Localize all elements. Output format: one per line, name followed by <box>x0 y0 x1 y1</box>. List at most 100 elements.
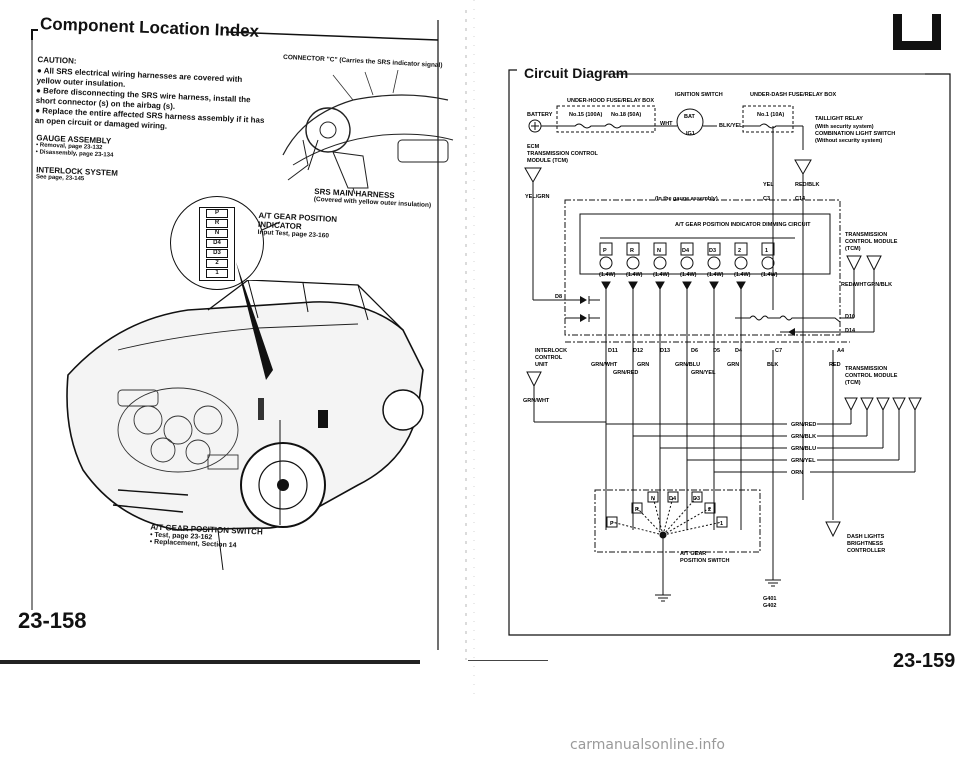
svg-text:(1.4W): (1.4W) <box>653 272 670 278</box>
bulb-p: P (1.4W) <box>599 242 616 278</box>
svg-text:(1.4W): (1.4W) <box>599 272 616 278</box>
connector-d12: D12 <box>633 348 643 354</box>
ignition-label: IGNITION SWITCH <box>675 92 723 98</box>
bulb-1: 1 (1.4W) <box>761 242 778 278</box>
svg-text:2: 2 <box>738 248 741 254</box>
gear-indicator-callout: P R N D4 D3 2 1 <box>170 196 264 290</box>
d14-label: D14 <box>845 328 856 334</box>
gear-letter-p: P <box>206 209 228 218</box>
gear-letter-2: 2 <box>206 259 228 268</box>
fuse-15-label: No.15 (100A) <box>569 112 602 118</box>
yel-grn-label: YEL/GRN <box>525 194 549 200</box>
connector-d5: D5 <box>713 348 720 354</box>
ecm-label: ECM <box>527 144 540 150</box>
fuse-1-label: No.1 (10A) <box>757 112 784 118</box>
connector-d4: D4 <box>735 348 743 354</box>
taillight-note: COMBINATION LIGHT SWITCH <box>815 131 895 137</box>
svg-text:D4: D4 <box>682 248 690 254</box>
dimming-circuit-label: A/T GEAR POSITION INDICATOR DIMMING CIRC… <box>675 222 811 228</box>
grn-red-wire: GRN/RED <box>613 370 638 376</box>
yel-label: YEL <box>763 182 774 188</box>
connector-d6: D6 <box>691 348 698 354</box>
underdash-label: UNDER-DASH FUSE/RELAY BOX <box>750 92 837 98</box>
corner-mark <box>893 14 941 50</box>
bulb-2: 2 (1.4W) <box>734 242 751 278</box>
right-page-number: 23-159 <box>893 650 956 672</box>
gear-letter-n: N <box>206 229 228 238</box>
connector-a4: A4 <box>837 348 845 354</box>
tcm-label: (TCM) <box>845 246 861 252</box>
grn-wht-wire: GRN/WHT <box>591 362 618 368</box>
fuse-18-label: No.18 (50A) <box>611 112 641 118</box>
tcm-label: TRANSMISSION <box>845 232 887 238</box>
svg-text:(1.4W): (1.4W) <box>734 272 751 278</box>
svg-text:(1.4W): (1.4W) <box>680 272 697 278</box>
grn-wire: GRN <box>727 362 739 368</box>
bottom-rule <box>0 660 420 664</box>
bulb-n: N (1.4W) <box>653 242 670 278</box>
at-switch-label: A/T GEAR <box>680 551 706 557</box>
svg-text:N: N <box>657 248 661 254</box>
switch-letter: N <box>651 496 655 502</box>
connector-d11: D11 <box>608 348 618 354</box>
ig1-label: IG1 <box>686 131 695 137</box>
wire-list-item: ORN <box>791 470 803 476</box>
binding-gutter <box>465 0 475 770</box>
ecm-label: MODULE (TCM) <box>527 158 568 164</box>
battery-label: BATTERY <box>527 112 553 118</box>
left-page-frame <box>31 20 439 650</box>
circuit-diagram: BATTERY UNDER-HOOD FUSE/RELAY BOX No.15 … <box>508 69 951 636</box>
wire-list-item: GRN/RED <box>791 422 816 428</box>
bulb-r: R (1.4W) <box>626 242 643 278</box>
dash-lights-label: BRIGHTNESS <box>847 541 883 547</box>
bulb-d3: D3 (1.4W) <box>707 242 724 278</box>
c14-label: C14 <box>795 196 806 202</box>
left-page: Component Location Index CAUTION: ● All … <box>18 0 468 660</box>
switch-letter: D4 <box>669 496 677 502</box>
svg-text:P: P <box>603 248 607 254</box>
interlock-label: CONTROL <box>535 355 563 361</box>
grn-wht-label: GRN/WHT <box>523 398 550 404</box>
gear-letter-r: R <box>206 219 228 228</box>
at-switch-block: A/T GEAR POSITION SWITCH • Test, page 23… <box>150 523 263 551</box>
bulb-row: P (1.4W) R (1.4W) N (1.4W) D4 (1.4W) D3 (1.4W… <box>599 242 778 278</box>
c3-label: C3 <box>763 196 770 202</box>
grn-yel-wire: GRN/YEL <box>691 370 716 376</box>
watermark: carmanualsonline.info <box>570 737 725 753</box>
taillight-relay-label: TAILLIGHT RELAY <box>815 116 863 122</box>
svg-text:(1.4W): (1.4W) <box>626 272 643 278</box>
d8-label: D8 <box>555 294 562 300</box>
at-switch-box <box>594 489 761 553</box>
connector-c7: C7 <box>775 348 782 354</box>
wire-list-item: GRN/BLU <box>791 446 816 452</box>
switch-contacts <box>606 491 728 539</box>
taillight-note: (Without security system) <box>815 138 882 144</box>
red-wire: RED <box>829 362 841 368</box>
leader-lines <box>236 139 319 525</box>
svg-text:1: 1 <box>765 248 768 254</box>
svg-text:(1.4W): (1.4W) <box>707 272 724 278</box>
ignition-switch-icon <box>676 108 704 136</box>
interlock-label: UNIT <box>535 362 548 368</box>
switch-letter: 1 <box>720 521 723 527</box>
dash-lights-label: DASH LIGHTS <box>847 534 885 540</box>
gear-letter-d3: D3 <box>206 249 228 258</box>
tcm2-label: (TCM) <box>845 380 861 386</box>
ecm-label: TRANSMISSION CONTROL <box>527 151 599 157</box>
bottom-rule-right <box>468 660 548 661</box>
svg-text:R: R <box>630 248 634 254</box>
underhood-label: UNDER-HOOD FUSE/RELAY BOX <box>567 98 654 104</box>
gauge-note: (In the gauge assembly) <box>655 196 718 202</box>
at-switch-label: POSITION SWITCH <box>680 558 730 564</box>
taillight-note: (With security system) <box>815 124 874 130</box>
ground-label: G402 <box>763 603 776 609</box>
gear-letter-1: 1 <box>206 269 228 278</box>
tcm2-label: TRANSMISSION <box>845 366 887 372</box>
switch-letter: D3 <box>693 496 700 502</box>
switch-letter: R <box>635 507 639 513</box>
interlock-label: INTERLOCK <box>535 348 567 354</box>
grn-blk-label: GRN/BLK <box>867 282 892 288</box>
svg-text:D3: D3 <box>709 248 716 254</box>
gear-indicator-panel: P R N D4 D3 2 1 <box>199 207 235 281</box>
svg-text:(1.4W): (1.4W) <box>761 272 778 278</box>
